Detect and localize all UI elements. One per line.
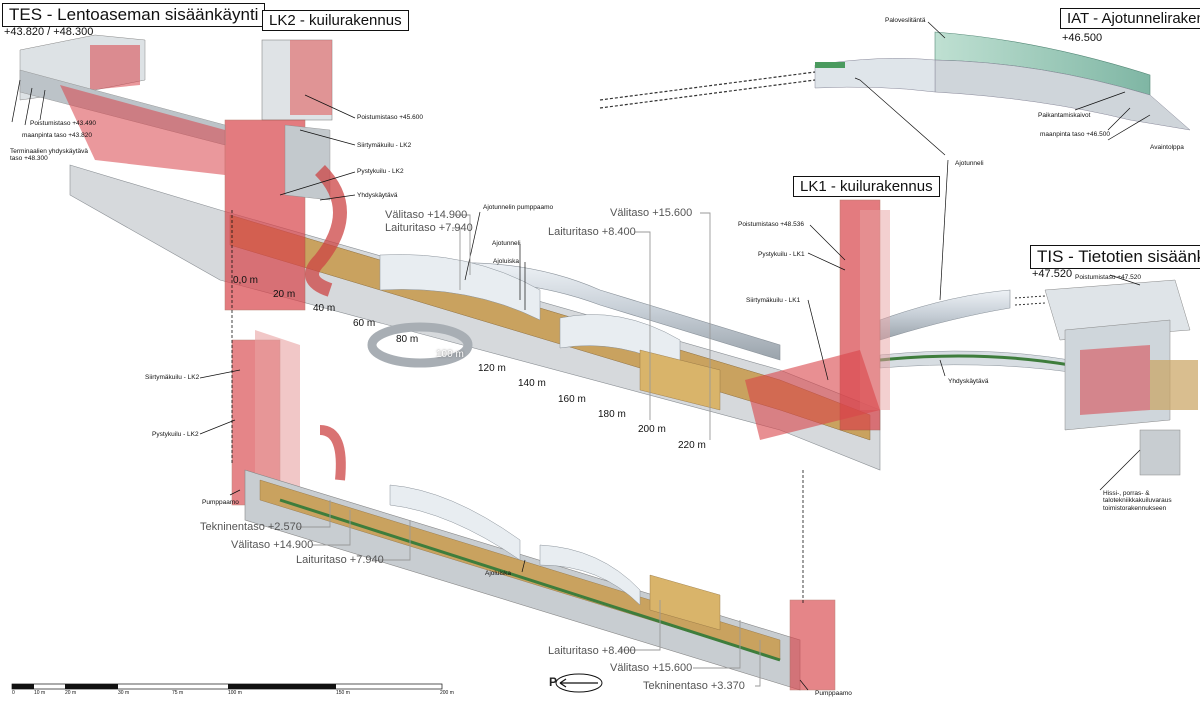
label-paikantamiskaivot: Paikantamiskaivot <box>1038 112 1091 119</box>
level-tekninentaso-lower-left: Tekninentaso +2.570 <box>200 521 302 533</box>
distance-marker: 180 m <box>598 409 626 420</box>
level-valitaso-upper-right: Välitaso +15.600 <box>610 207 693 219</box>
iat-title: IAT - Ajotunnelirakennus <box>1060 8 1200 29</box>
scale-tick: 30 m <box>118 690 130 696</box>
label-ajoluiska-lower: Ajoluiska <box>485 570 512 577</box>
distance-marker: 200 m <box>638 424 666 435</box>
label-iat-maanpinta: maanpinta taso +46.500 <box>1040 131 1110 138</box>
level-valitaso-lower-left: Välitaso +14.900 <box>231 539 314 551</box>
tis-building <box>1044 279 1198 476</box>
scale-tick: 75 m <box>172 690 184 696</box>
scale-tick: 10 m <box>34 690 46 696</box>
tis-elevation: +47.520 <box>1032 268 1073 280</box>
label-tes-terminaali: Terminaalien yhdyskäytävä taso +48.300 <box>10 148 89 163</box>
distance-marker: 100 m <box>436 349 464 360</box>
distance-marker: 160 m <box>558 394 586 405</box>
distance-marker: 140 m <box>518 378 546 389</box>
level-valitaso-upper-left: Välitaso +14.900 <box>385 209 468 221</box>
label-yhdyskaytava-top: Yhdyskäytävä <box>357 192 398 199</box>
label-ajotunnelin-pumppaamo: Ajotunnelin pumppaamo <box>483 204 554 211</box>
distance-marker: 20 m <box>273 289 296 300</box>
distance-marker: 0,0 m <box>233 275 259 286</box>
label-ajotunneli-mid: Ajotunneli <box>492 240 521 247</box>
label-ajoluiska-mid: Ajoluiska <box>493 258 520 265</box>
lk2-tower <box>224 39 347 311</box>
label-lower-pystykuilu: Pystykuilu - LK2 <box>152 431 199 438</box>
label-paloveslilanta: Paloveslitäntä <box>885 17 926 24</box>
label-lower-siirtyma: Siirtymäkuilu - LK2 <box>145 374 200 381</box>
lk2-title: LK2 - kuilurakennus <box>262 10 409 31</box>
scale-tick: 0 <box>12 690 15 696</box>
distance-marker: 80 m <box>396 334 419 345</box>
iat-elevation: +46.500 <box>1062 32 1103 44</box>
level-laituritaso-lower-right: Laituritaso +8.400 <box>548 645 636 657</box>
label-ajotunneli-right: Ajotunneli <box>955 160 984 167</box>
scale-bar <box>11 683 443 690</box>
label-lk1-siirtyma: Siirtymäkuilu - LK1 <box>746 297 801 304</box>
distance-marker: 120 m <box>478 363 506 374</box>
level-callout-lines <box>296 212 761 687</box>
label-lk1-pystykuilu: Pystykuilu - LK1 <box>758 251 805 258</box>
label-lk2-poistumistaso: Poistumistaso +45.600 <box>357 114 423 121</box>
label-yhdyskaytava-right: Yhdyskäytävä <box>948 378 989 385</box>
tes-title: TES - Lentoaseman sisäänkäynti <box>2 3 266 27</box>
north-arrow-icon <box>555 673 603 693</box>
scale-tick: 100 m <box>228 690 242 696</box>
label-tis-poistumistaso: Poistumistaso +47.520 <box>1075 274 1141 281</box>
iat-roof <box>599 31 1191 131</box>
label-hissi-note: Hissi-, porras- & talotekniikkakuiluvara… <box>1103 490 1172 512</box>
label-pumppaamo-left: Pumppaamo <box>202 499 239 506</box>
tis-title: TIS - Tietotien sisäänkäynti <box>1030 245 1200 269</box>
label-tes-maanpinta: maanpinta taso +43.820 <box>22 132 92 139</box>
label-lk1-poistumistaso: Poistumistaso +48.536 <box>738 221 804 228</box>
scale-tick: 150 m <box>336 690 350 696</box>
lower-section <box>231 330 836 691</box>
label-pumppaamo-right: Pumppaamo <box>815 690 852 697</box>
distance-marker: 40 m <box>313 303 336 314</box>
dashed-connectors <box>231 210 804 605</box>
scale-tick: 200 m <box>440 690 454 696</box>
level-laituritaso-lower-left: Laituritaso +7.940 <box>296 554 384 566</box>
scale-tick: 20 m <box>65 690 77 696</box>
distance-marker: 60 m <box>353 318 376 329</box>
leader-lines <box>11 21 1151 691</box>
tes-elevation: +43.820 / +48.300 <box>4 26 94 38</box>
level-valitaso-lower-right: Välitaso +15.600 <box>610 662 693 674</box>
level-laituritaso-upper-left: Laituritaso +7.940 <box>385 222 473 234</box>
label-lk2-siirtyma: Siirtymäkuilu - LK2 <box>357 142 412 149</box>
tes-building <box>19 34 226 175</box>
label-lk2-pystykuilu: Pystykuilu - LK2 <box>357 168 404 175</box>
label-tes-poistumistaso: Poistumistaso +43.490 <box>30 120 96 127</box>
lk1-tower <box>745 199 890 440</box>
lk1-title: LK1 - kuilurakennus <box>793 176 940 197</box>
level-laituritaso-upper-right: Laituritaso +8.400 <box>548 226 636 238</box>
distance-marker: 220 m <box>678 440 706 451</box>
level-tekninentaso-lower-right: Tekninentaso +3.370 <box>643 680 745 692</box>
north-arrow-letter: P <box>549 675 558 689</box>
label-avaintolppa: Avaintolppa <box>1150 144 1184 151</box>
